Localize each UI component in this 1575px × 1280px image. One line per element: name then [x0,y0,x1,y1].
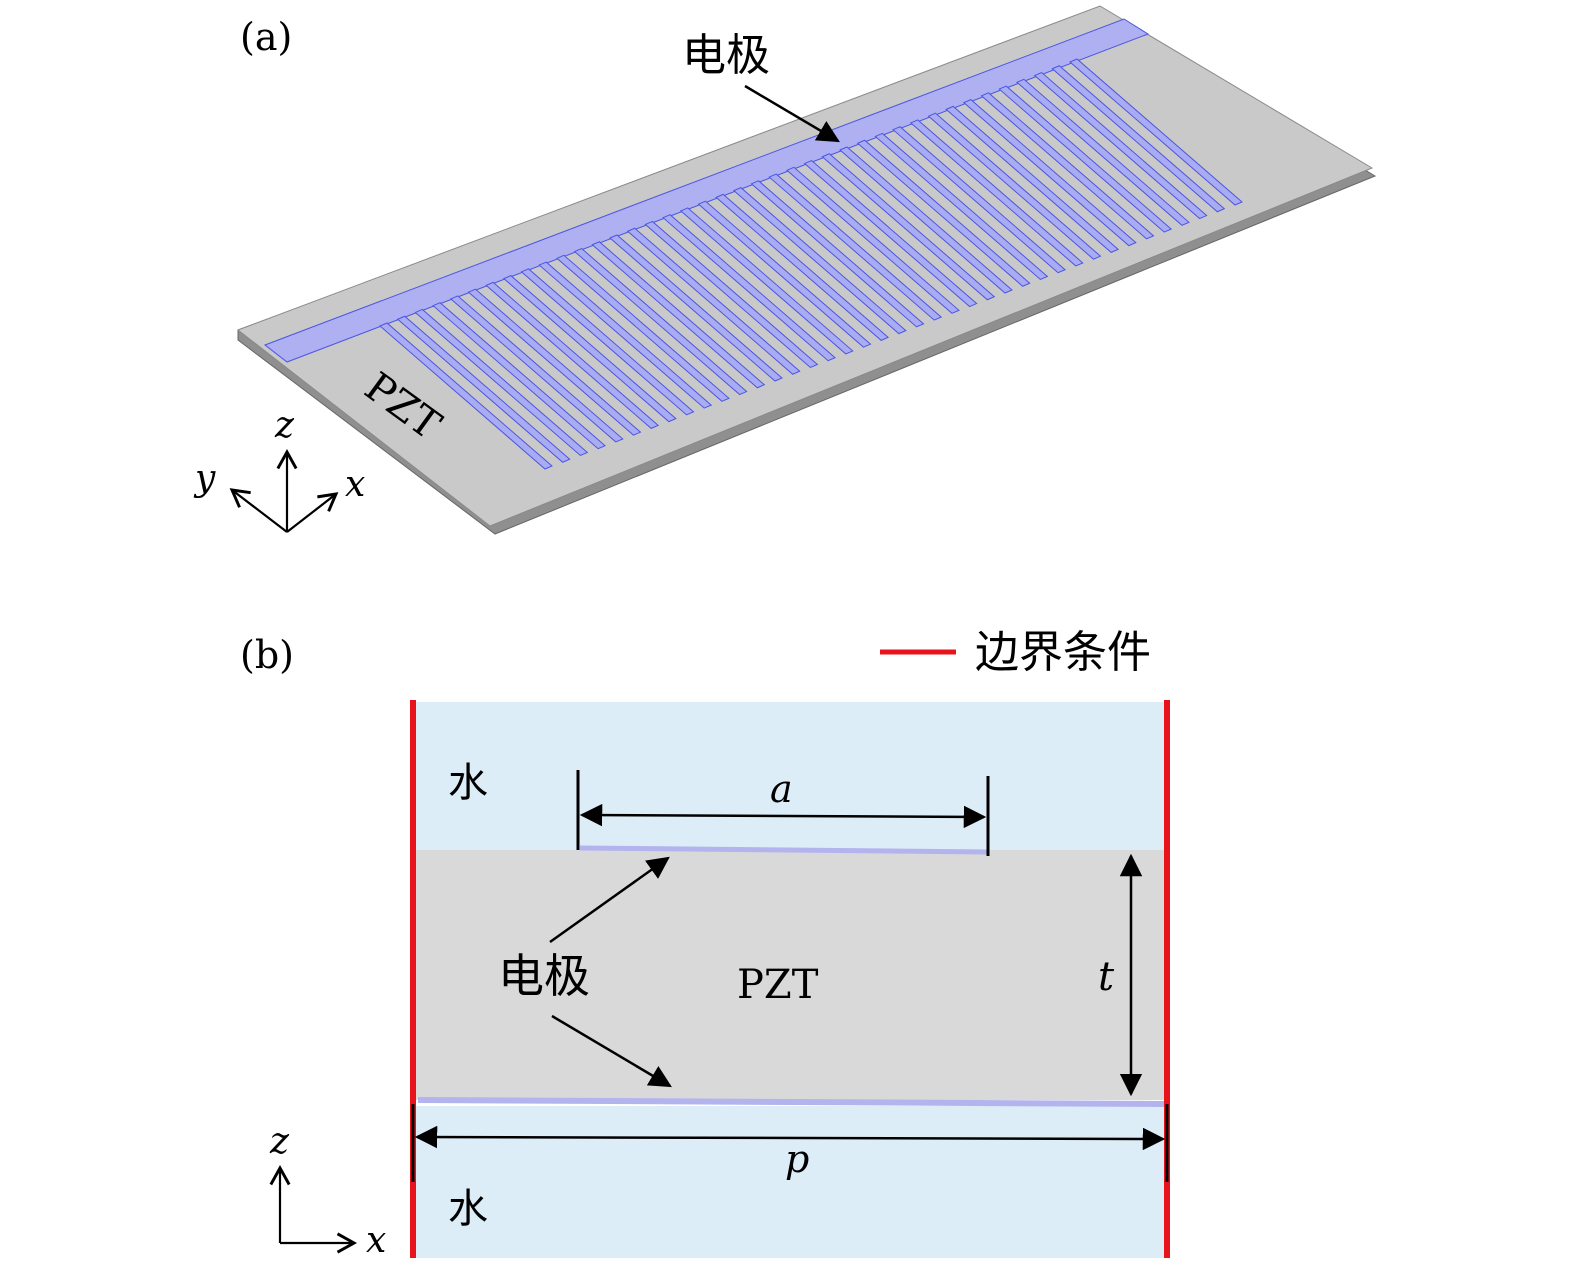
idt-finger [962,99,1137,247]
idt-finger [927,112,1102,260]
dimension-t: t [1098,853,1143,1097]
idt-finger [856,139,1031,287]
idt-finger [609,234,783,382]
electrode-label-a: 电极 [682,30,770,81]
idt-finger [732,187,907,335]
idt-finger [892,126,1067,274]
idt-finger [396,315,571,463]
idt-finger [1015,78,1190,226]
idt-finger [538,261,713,409]
idt-finger [662,214,837,362]
idt-finger [555,254,730,402]
pzt-label-b: PZT [737,962,819,1008]
electrode-pointer-top [549,856,670,944]
idt-finger [1051,65,1226,213]
idt-finger [502,275,677,423]
idt-finger [679,207,854,355]
legend: 边界条件 [880,627,1151,678]
idt-finger [644,220,819,369]
idt-finger [821,153,996,301]
idt-finger [909,119,1084,267]
idt-finger [591,241,766,389]
y-axis-arrow-a [229,488,288,533]
dimension-a-label: a [770,767,793,811]
axes-b: z x [269,1121,386,1261]
electrode-pointer-bottom [551,1014,672,1088]
top-electrode [579,845,989,855]
idt-finger [1069,58,1243,206]
idt-finger [980,92,1155,240]
idt-finger [626,227,801,375]
idt-finger [750,180,925,328]
legend-label: 边界条件 [975,627,1151,678]
electrode-label-b: 电极 [498,949,590,1003]
idt-finger [449,295,624,443]
idt-finger [715,193,890,341]
idt-finger [839,146,1013,294]
idt-finger [874,132,1049,281]
axes-triad-a: z y x [193,405,365,533]
idt-finger [697,200,872,348]
idt-finger [520,268,695,416]
dimension-a: a [576,767,990,856]
dimension-p: p [411,1104,1169,1182]
dimension-p-label: p [785,1137,809,1181]
idt-finger [1033,71,1208,220]
idt-fingers [379,58,1243,470]
idt-finger [379,322,553,470]
idt-finger [432,302,607,450]
idt-finger [785,166,960,314]
idt-finger [485,281,660,429]
panel-a-label: (a) [240,15,292,59]
pzt-region [416,850,1166,1100]
z-axis-label-a: z [274,405,295,446]
panel-a: (a) 电极 PZT z y x [193,5,1377,535]
z-axis-label-b: z [269,1121,290,1162]
panel-b-label: (b) [240,633,294,677]
idt-finger [998,85,1173,233]
dimension-p-arrow [414,1125,1166,1151]
water-bottom-region [416,1106,1166,1258]
panel-b: (b) 边界条件 水 水 PZT 电极 a [240,627,1170,1261]
dimension-a-arrow [579,803,987,829]
x-axis-arrow-a [286,492,339,533]
idt-finger [768,173,943,321]
x-axis-label-a: x [345,464,365,505]
idt-finger [803,159,978,308]
water-top-label: 水 [448,760,488,806]
y-axis-label-a: y [193,458,216,499]
dimension-t-label: t [1098,954,1115,1000]
idt-finger [573,247,748,396]
idt-finger [467,288,642,436]
electrode-pointer-a [744,84,840,143]
x-axis-label-b: x [366,1220,386,1261]
idt-finger [945,105,1120,253]
bottom-electrode [417,1097,1166,1107]
water-bottom-label: 水 [448,1186,488,1232]
idt-finger [414,308,589,457]
